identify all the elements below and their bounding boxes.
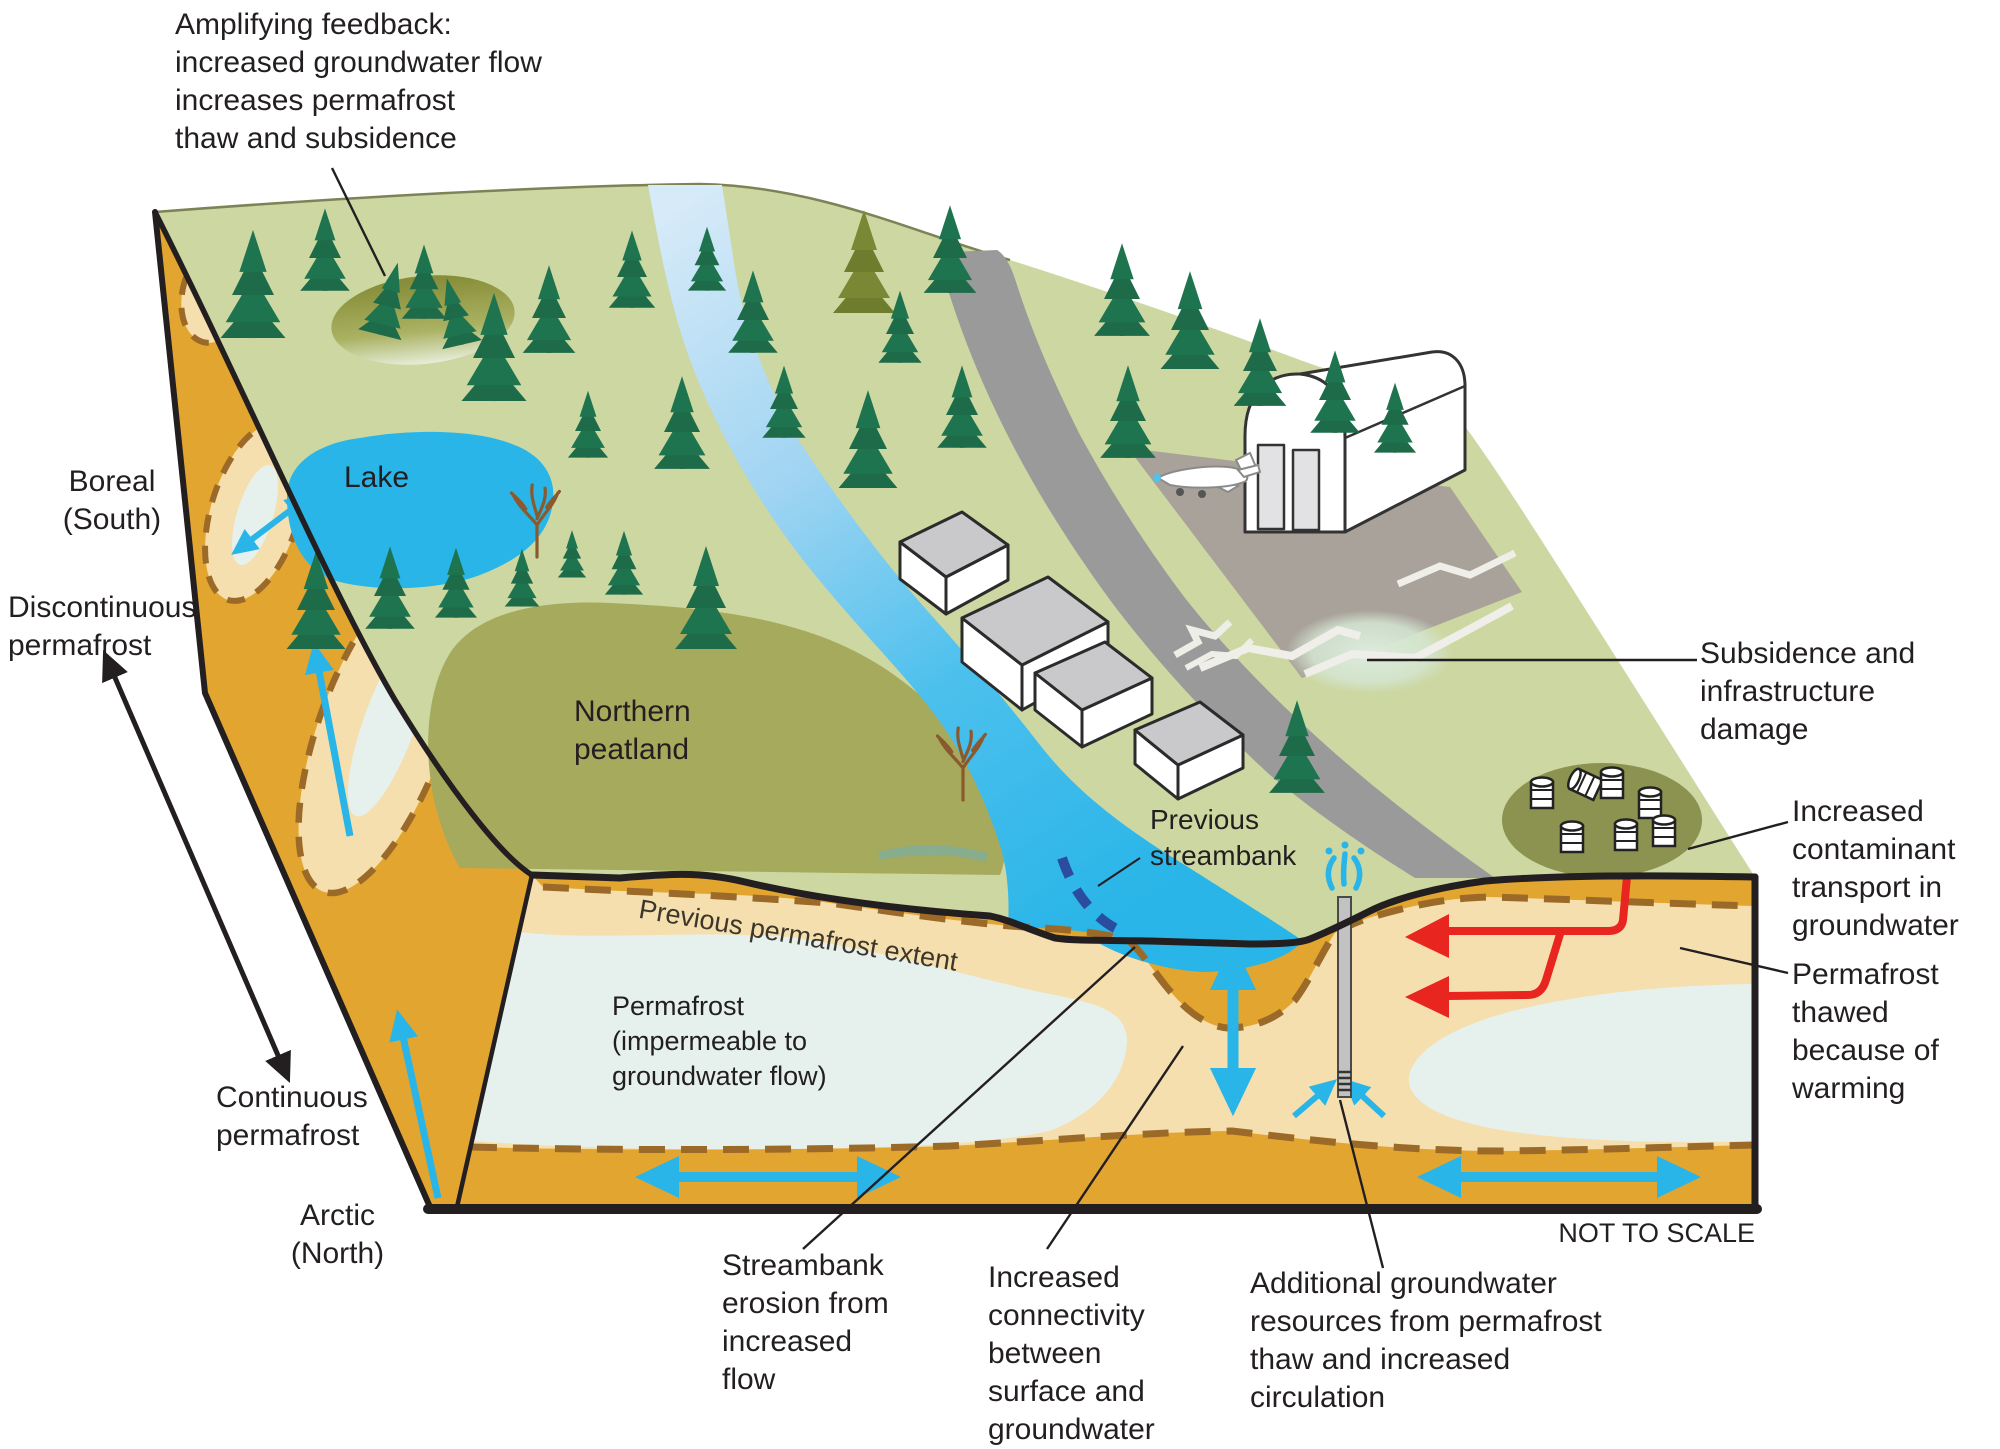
fuel-barrels-icon <box>1529 776 1555 810</box>
label-permafrost-impermeable: Permafrost (impermeable to groundwater f… <box>612 991 827 1092</box>
fuel-barrels-icon <box>1599 766 1625 800</box>
fuel-barrels-icon <box>1637 786 1663 820</box>
label-lake: Lake <box>344 461 410 494</box>
north-south-arrow-icon <box>102 650 291 1083</box>
label-previous-streambank: Previous streambank <box>1150 804 1297 871</box>
road <box>942 250 1495 878</box>
label-amplifying-feedback: Amplifying feedback: increased groundwat… <box>175 8 542 156</box>
label-increased-connectivity: Increased connectivity between surface a… <box>988 1261 1155 1447</box>
lake <box>287 431 554 589</box>
label-discontinuous-permafrost: Discontinuous permafrost <box>8 591 197 663</box>
house-icon <box>1133 700 1245 801</box>
permafrost-bottom-boundary <box>470 1127 1756 1155</box>
cross-section-face <box>457 841 1756 1207</box>
airplane-icon <box>1153 451 1262 498</box>
fuel-barrels-area <box>1502 763 1702 877</box>
label-continuous-permafrost: Continuous permafrost <box>216 1081 368 1153</box>
house-icon <box>898 510 1010 616</box>
fuel-barrels-icon <box>1613 818 1639 852</box>
permafrost-body-right <box>1408 984 1755 1143</box>
permafrost-body-left <box>474 932 1127 1150</box>
fuel-barrels-icon <box>1651 814 1677 848</box>
label-permafrost-thawed: Permafrost thawed because of warming <box>1792 958 1939 1106</box>
groundwater-flow-arrow-icon <box>635 941 1701 1199</box>
label-northern-peatland: Northern peatland <box>574 695 691 767</box>
northern-peatland-area <box>428 602 1006 875</box>
house-icon <box>1033 640 1154 749</box>
houses <box>898 510 1245 801</box>
water-well-icon <box>1325 841 1365 1098</box>
well-spray-icon <box>1325 851 1363 891</box>
horizon-line <box>154 182 1011 262</box>
tarmac-crack-icon <box>1198 549 1517 678</box>
label-additional-groundwater: Additional groundwater resources from pe… <box>1250 1267 1602 1415</box>
label-not-to-scale: NOT TO SCALE <box>1558 1218 1755 1248</box>
label-streambank-erosion: Streambank erosion from increased flow <box>722 1249 889 1397</box>
top-surface <box>154 182 1755 944</box>
leader-lines <box>330 167 1789 1269</box>
label-arctic-north: Arctic (North) <box>290 1199 385 1271</box>
fuel-barrels-icon <box>1559 820 1585 854</box>
contaminant-arrow-icon <box>1405 876 1631 1018</box>
label-increased-contaminant: Increased contaminant transport in groun… <box>1792 795 1959 943</box>
label-subsidence-damage: Subsidence and infrastructure damage <box>1700 637 1916 747</box>
spruce-tree-icon <box>1094 243 1150 336</box>
label-boreal-south: Boreal (South) <box>62 465 162 537</box>
